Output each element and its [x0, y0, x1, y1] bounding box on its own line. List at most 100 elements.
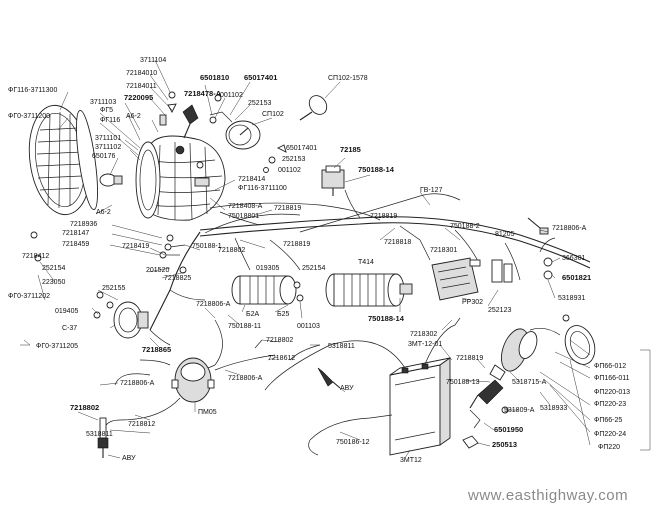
- label-750188-14-b: 750188-14: [368, 314, 405, 323]
- label-252154-b: 252154: [302, 265, 325, 272]
- label-t414: Т414: [358, 259, 374, 266]
- small-parts-left: [30, 231, 104, 319]
- label-7220095: 7220095: [124, 93, 153, 102]
- spark-plug-left: [97, 417, 109, 458]
- label-avu-left: АВУ: [122, 455, 136, 462]
- main-wiring-harness: [199, 189, 591, 281]
- label-rr302: РР302: [462, 299, 483, 306]
- label-750188-2: 750188-2: [450, 223, 480, 230]
- label-6501810: 6501810: [200, 73, 229, 82]
- label-65017401-a: 65017401: [244, 73, 277, 82]
- generator-b2a: [231, 275, 304, 305]
- label-7218301: 7218301: [430, 247, 457, 254]
- label-250513: 250513: [492, 440, 517, 449]
- label-7218478a: 7218478-А: [184, 89, 222, 98]
- label-7218818-c: 7218819: [283, 241, 310, 248]
- label-531809a: 531809-А: [504, 407, 535, 414]
- spark-plug-mid: [317, 367, 341, 389]
- watermark-text: www.easthighway.com: [467, 487, 628, 504]
- label-223050: 223050: [42, 279, 65, 286]
- relay-rr302: [431, 257, 481, 301]
- label-fg0-3711202: ФГ0-3711202: [8, 293, 50, 300]
- label-3711101: 3711101: [95, 135, 121, 142]
- label-75018801: 75018801: [228, 213, 259, 220]
- label-7218819-c: 7218819: [456, 355, 483, 362]
- label-3711103: 3711103: [90, 99, 116, 106]
- label-72185: 72185: [340, 145, 361, 154]
- switch-72185: [321, 165, 345, 196]
- label-fp220: ФП220: [598, 444, 620, 451]
- label-650176: 650176: [92, 153, 115, 160]
- label-750186-12: 750186-12: [336, 439, 370, 446]
- label-7218302: 7218302: [410, 331, 437, 338]
- label-750188-14: 750188-14: [358, 165, 395, 174]
- label-5318715a: 5318715-А: [512, 379, 547, 386]
- label-001103: 001103: [297, 323, 320, 330]
- label-7218802-b: 7218802: [266, 337, 293, 344]
- tail-light: [529, 314, 596, 365]
- label-fg116-3711100: ФГ116-3711100: [238, 185, 287, 192]
- label-c37: С-37: [62, 325, 77, 332]
- label-252153: 252153: [248, 100, 271, 107]
- horn-c37: [106, 301, 149, 339]
- label-252155: 252155: [102, 285, 125, 292]
- label-7218936: 7218936: [70, 221, 97, 228]
- rear-lamp: [500, 328, 538, 372]
- small-parts-right: [263, 144, 287, 173]
- label-3711102: 3711102: [95, 144, 121, 151]
- label-fp220-013: ФП220-013: [594, 389, 630, 396]
- label-72184011: 72184011: [126, 83, 157, 90]
- label-fg0-3711205: ФГ0-3711205: [36, 343, 78, 350]
- label-pm05: ПМ05: [198, 409, 217, 416]
- label-001102-b: 001102: [278, 167, 301, 174]
- label-7218806a-l: 7218806-А: [120, 380, 155, 387]
- label-gv127: ГВ-127: [420, 187, 443, 194]
- label-fp166-011: ФП166-011: [594, 375, 630, 382]
- label-5318933: 5318933: [540, 405, 567, 412]
- label-7218802-a: 7218802: [218, 247, 245, 254]
- label-750188-11: 750188-11: [228, 323, 261, 330]
- coil-wires: [103, 339, 393, 456]
- label-7218414: 7218414: [238, 176, 265, 183]
- label-6501950: 6501950: [494, 425, 523, 434]
- label-fg5: ФГ5: [100, 107, 113, 114]
- label-72184010: 72184010: [126, 70, 157, 77]
- label-019405: 019405: [55, 308, 78, 315]
- label-6501821: 6501821: [562, 273, 591, 282]
- label-252123: 252123: [488, 307, 511, 314]
- left-headlight-assembly: [28, 104, 98, 216]
- label-750188-1: 750188-1: [192, 243, 222, 250]
- label-fg0-3711200: ФГ0-3711200: [8, 113, 50, 120]
- label-7218806a-m: 7218806-А: [196, 301, 231, 308]
- label-7218865: 7218865: [142, 345, 171, 354]
- label-7218147: 7218147: [62, 230, 89, 237]
- label-3mt12-01: 3МТ-12-01: [408, 341, 442, 348]
- leader-lines: [37, 59, 591, 459]
- label-7218825: 7218825: [164, 275, 191, 282]
- label-81205: 81205: [495, 231, 515, 238]
- part-labels: 3711104 72184010 72184011 7220095 371110…: [8, 57, 630, 464]
- label-fp220-24: ФП220-24: [594, 431, 626, 438]
- label-b2a: Б2А: [246, 311, 259, 318]
- connector-block-right: [491, 217, 553, 283]
- label-7218612: 7218612: [268, 355, 295, 362]
- label-fp66-012: ФП66-012: [594, 363, 626, 370]
- label-7218806a-r: 7218806-А: [552, 225, 587, 232]
- label-fg116-3711300: ФГ116-3711300: [8, 87, 57, 94]
- label-7218812: 7218812: [128, 421, 155, 428]
- speedometer-sp102: [209, 94, 261, 150]
- brake-switch: [462, 364, 509, 449]
- label-001102-a: 001102: [220, 92, 243, 99]
- label-fp220-23: ФП220-23: [594, 401, 626, 408]
- label-252154-a: 252154: [42, 265, 65, 272]
- cap-sp102-1578: [299, 95, 328, 121]
- label-750188-13: 750188-13: [446, 379, 480, 386]
- label-7218459: 7218459: [62, 241, 89, 248]
- label-7218419: 7218419: [122, 243, 149, 250]
- label-5318811-b: 5318811: [86, 431, 113, 438]
- label-fp66-25: ФП66-25: [594, 417, 622, 424]
- label-fg116: ФГ116: [100, 117, 120, 124]
- bulb-650176: [99, 173, 123, 187]
